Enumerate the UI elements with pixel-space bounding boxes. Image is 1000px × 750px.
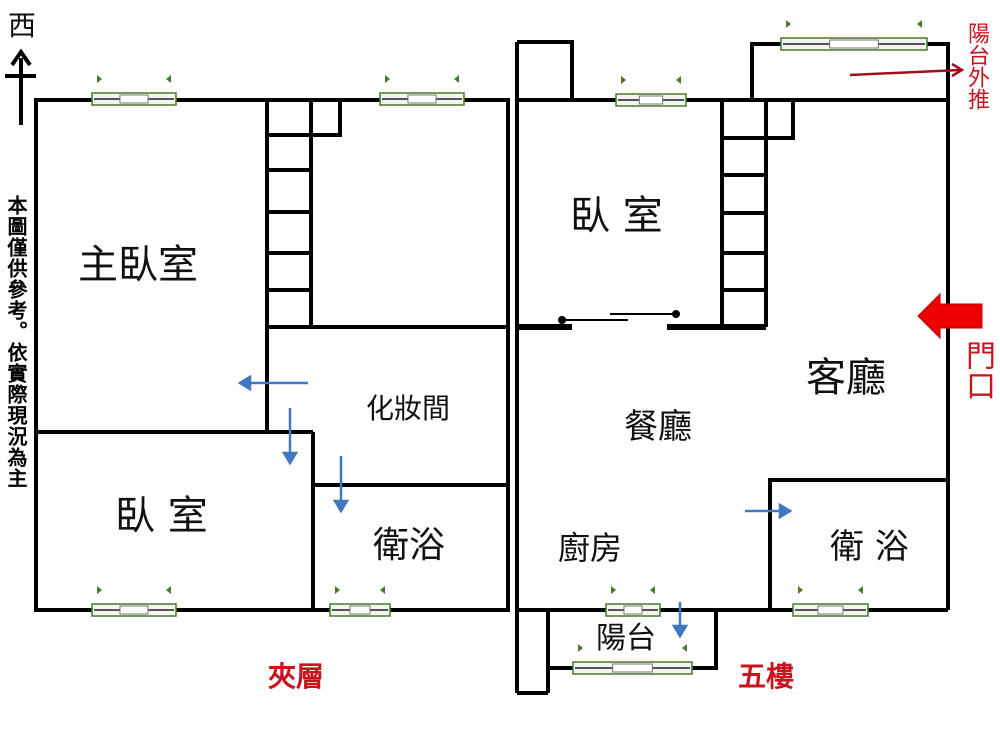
room-dressing-room: 化妝間 [366,392,451,425]
arrow-down-icon [332,499,350,514]
window-arrow-icon [97,75,102,83]
sliding-door [558,310,680,324]
window-arrow-icon [798,586,803,594]
arrow-down-icon [671,624,689,639]
room-living-room: 客廳 [806,355,886,401]
entrance-arrow-icon [917,292,983,340]
arrow-right-icon [778,502,793,520]
floor-label-fifth-floor: 五樓 [738,660,795,693]
room-bathroom: 衛浴 [373,525,446,566]
flow-arrows [237,374,793,639]
room-bathroom: 衛 浴 [830,527,909,567]
room-balcony: 陽台 [596,621,656,656]
entrance-label: 門口 [960,340,995,400]
window-icon [329,586,391,617]
window-arrow-icon [650,586,655,594]
room-dining-room: 餐廳 [624,407,692,447]
room-bedroom: 臥 室 [115,493,208,539]
window-arrow-icon [676,76,681,84]
window-arrow-icon [621,76,626,84]
window-arrow-icon [682,644,687,652]
window-arrow-icon [611,586,616,594]
window-icon [615,76,687,107]
window-arrow-icon [786,20,791,28]
window-icon [379,75,465,106]
walls-fifth-floor [515,40,950,695]
window-arrow-icon [335,586,340,594]
windows [91,20,928,675]
balcony-push-note: 陽台外推 [964,22,989,110]
window-arrow-icon [578,644,583,652]
room-bedroom: 臥 室 [570,193,663,239]
window-arrow-icon [858,586,863,594]
window-icon [91,75,177,106]
compass-direction: 西 [8,9,37,42]
window-icon [91,586,177,617]
arrow-down-icon [281,451,299,466]
walls-mezzanine [34,98,510,612]
room-kitchen: 廚房 [558,529,623,567]
window-arrow-icon [166,586,171,594]
window-arrow-icon [380,586,385,594]
window-icon [780,20,928,51]
disclaimer: 本圖僅供參考。依實際現況為主 [4,195,28,489]
window-icon [792,586,869,617]
window-arrow-icon [917,20,922,28]
window-arrow-icon [97,586,102,594]
north-arrow-icon [5,48,36,125]
room-master-bedroom: 主臥室 [78,242,198,288]
window-arrow-icon [385,75,390,83]
window-icon [572,644,693,675]
window-arrow-icon [454,75,459,83]
arrow-left-icon [237,374,252,392]
window-icon [605,586,661,617]
balcony-push-arrow [849,62,965,78]
floor-label-mezzanine: 夾層 [268,660,325,693]
window-arrow-icon [166,75,171,83]
